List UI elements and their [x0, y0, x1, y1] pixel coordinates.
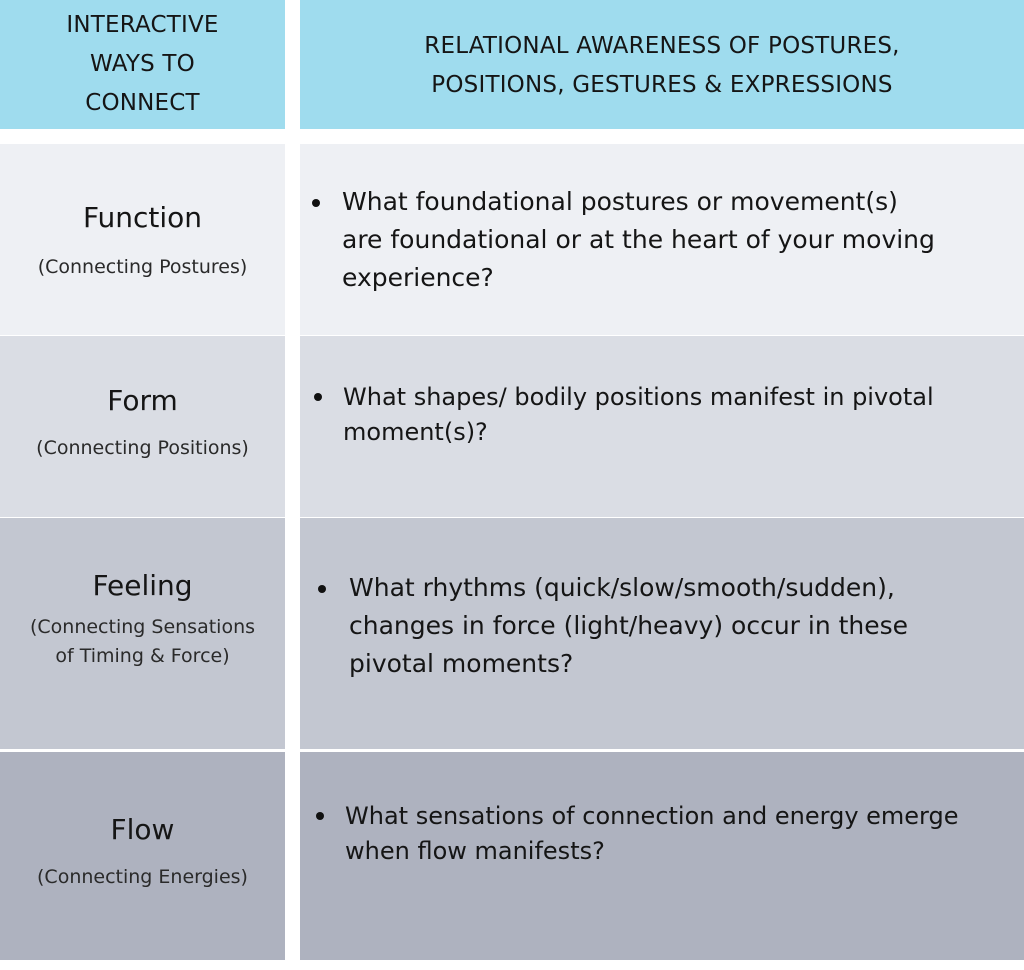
row-feeling-label-cell: Feeling (Connecting Sensations of Timing… — [0, 518, 285, 749]
row-subtitle-line: (Connecting Sensations — [29, 615, 256, 638]
question-line: are foundational or at the heart of your… — [342, 224, 935, 254]
header-right-line: RELATIONAL AWARENESS OF POSTURES, — [424, 32, 900, 59]
row-subtitle: (Connecting Sensations of Timing & Force… — [30, 613, 255, 671]
row-subtitle-line: (Connecting Positions) — [36, 437, 249, 459]
row-subtitle: (Connecting Energies) — [37, 863, 248, 892]
question-line: What foundational postures or movement(s… — [342, 186, 898, 216]
bullet-icon — [318, 584, 326, 593]
question-line: when flow manifests? — [345, 837, 605, 865]
question-line: What rhythms (quick/slow/smooth/sudden), — [349, 572, 895, 602]
question-line: moment(s)? — [343, 417, 488, 446]
row-function-label-cell: Function (Connecting Postures) — [0, 144, 285, 335]
row-subtitle-line: of Timing & Force) — [55, 644, 230, 667]
row-title: Form — [107, 384, 178, 417]
row-form-label-cell: Form (Connecting Positions) — [0, 336, 285, 517]
question-text: What rhythms (quick/slow/smooth/sudden),… — [349, 569, 908, 683]
bullet-icon — [312, 198, 320, 207]
question-line: experience? — [342, 262, 494, 292]
row-title: Feeling — [92, 568, 193, 602]
question-bullet-item: What rhythms (quick/slow/smooth/sudden),… — [300, 569, 908, 683]
header-right-line: POSITIONS, GESTURES & EXPRESSIONS — [431, 71, 893, 98]
header-left-cell: INTERACTIVE WAYS TO CONNECT — [0, 0, 285, 129]
row-flow-question-cell: What sensations of connection and energy… — [300, 752, 1024, 960]
row-subtitle-line: (Connecting Postures) — [37, 256, 248, 278]
question-bullet-item: What foundational postures or movement(s… — [300, 183, 935, 297]
row-subtitle: (Connecting Positions) — [36, 434, 249, 463]
header-right-cell: RELATIONAL AWARENESS OF POSTURES, POSITI… — [300, 0, 1024, 129]
header-right-title: RELATIONAL AWARENESS OF POSTURES, POSITI… — [424, 25, 899, 105]
row-subtitle: (Connecting Postures) — [38, 253, 248, 282]
question-bullet-item: What sensations of connection and energy… — [300, 799, 959, 869]
question-line: changes in force (light/heavy) occur in … — [349, 610, 909, 640]
question-line: What sensations of connection and energy… — [345, 802, 959, 830]
row-feeling-question-cell: What rhythms (quick/slow/smooth/sudden),… — [300, 518, 1024, 749]
question-line: What shapes/ bodily positions manifest i… — [343, 382, 934, 411]
header-left-line: CONNECT — [85, 90, 200, 116]
row-form-question-cell: What shapes/ bodily positions manifest i… — [300, 336, 1024, 517]
question-text: What shapes/ bodily positions manifest i… — [343, 380, 934, 450]
question-bullet-item: What shapes/ bodily positions manifest i… — [300, 380, 934, 450]
bullet-icon — [314, 392, 322, 401]
bullet-icon — [316, 812, 324, 820]
question-text: What foundational postures or movement(s… — [342, 183, 935, 297]
row-title: Flow — [110, 812, 175, 846]
question-line: pivotal moments? — [349, 648, 574, 678]
row-function-question-cell: What foundational postures or movement(s… — [300, 144, 1024, 335]
header-left-line: INTERACTIVE — [66, 12, 219, 38]
row-flow-label-cell: Flow (Connecting Energies) — [0, 752, 285, 960]
row-subtitle-line: (Connecting Energies) — [37, 865, 248, 888]
header-left-title: INTERACTIVE WAYS TO CONNECT — [66, 6, 218, 123]
header-left-line: WAYS TO — [90, 51, 195, 77]
row-title: Function — [82, 201, 203, 234]
question-text: What sensations of connection and energy… — [345, 799, 959, 869]
